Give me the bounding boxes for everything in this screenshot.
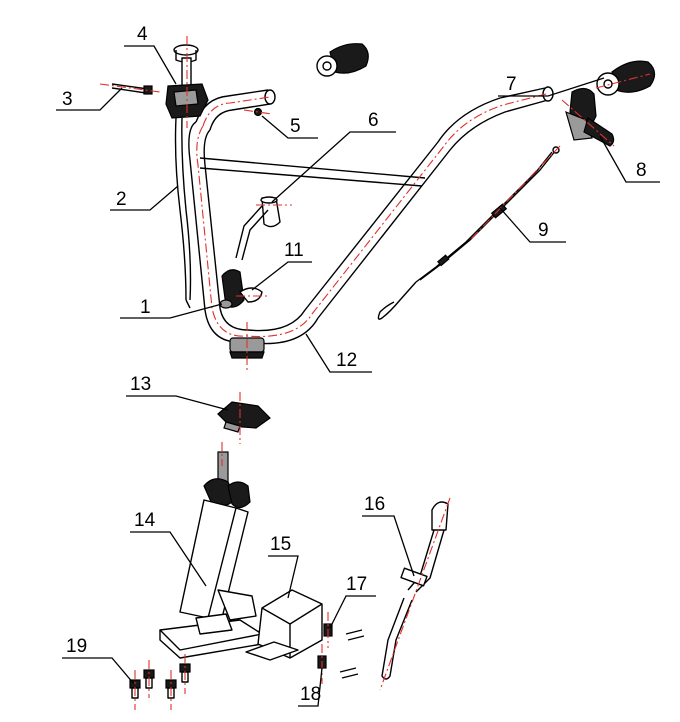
callout-7: 7 bbox=[506, 74, 517, 95]
callout-5: 5 bbox=[290, 116, 301, 137]
callout-17: 17 bbox=[346, 574, 367, 595]
callout-13: 13 bbox=[130, 374, 151, 395]
part-5-nut bbox=[243, 107, 273, 117]
callout-1: 1 bbox=[140, 297, 151, 318]
part-3-screw bbox=[99, 83, 161, 95]
callout-11: 11 bbox=[284, 240, 304, 261]
callout-15: 15 bbox=[270, 534, 291, 555]
part-2-cable bbox=[174, 117, 192, 309]
part-7-grip bbox=[595, 60, 656, 96]
bolt-a bbox=[129, 670, 141, 710]
part-8-brake-lever bbox=[561, 87, 615, 147]
frame-bottom-mount bbox=[229, 322, 265, 372]
callout-12: 12 bbox=[336, 350, 357, 371]
part-18-pin bbox=[317, 644, 359, 684]
part-13-clamp bbox=[217, 392, 271, 444]
part-15-cover bbox=[245, 589, 323, 661]
part-16-rod bbox=[379, 497, 451, 691]
bolt-b bbox=[143, 660, 155, 698]
bolt-c bbox=[165, 670, 177, 710]
part-19-bolts bbox=[129, 654, 191, 710]
grip-left bbox=[316, 43, 369, 77]
part-1-grip bbox=[219, 269, 245, 309]
part-14-stem bbox=[159, 442, 263, 659]
callout-2: 2 bbox=[116, 189, 127, 210]
callout-4: 4 bbox=[137, 24, 148, 45]
callout-16: 16 bbox=[364, 494, 385, 515]
callout-3: 3 bbox=[62, 89, 73, 110]
callout-leaders bbox=[56, 45, 660, 707]
callout-8: 8 bbox=[636, 160, 647, 181]
part-4-throttle-lever bbox=[165, 36, 209, 128]
part-17-pin bbox=[323, 612, 365, 648]
callout-9: 9 bbox=[538, 220, 549, 241]
callout-19: 19 bbox=[66, 636, 87, 657]
part-11-clip bbox=[236, 287, 268, 303]
bolt-d bbox=[179, 654, 191, 694]
callout-6: 6 bbox=[368, 110, 379, 131]
callout-labels: 1 2 3 4 5 6 7 8 9 11 12 13 14 15 16 17 1… bbox=[62, 24, 647, 705]
part-9-brake-cable bbox=[377, 145, 561, 320]
callout-14: 14 bbox=[134, 510, 156, 531]
callout-18: 18 bbox=[300, 684, 321, 705]
